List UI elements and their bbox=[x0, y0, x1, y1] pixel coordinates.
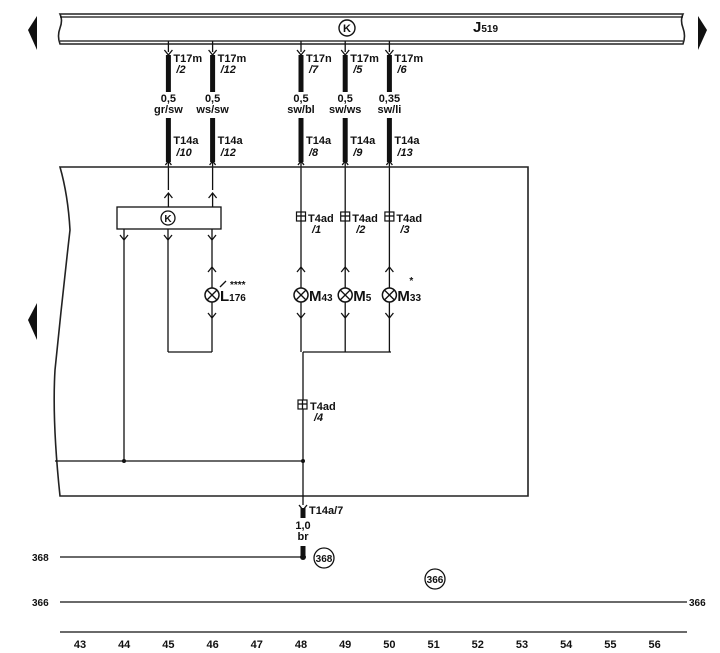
svg-text:366: 366 bbox=[427, 575, 444, 586]
svg-text:368: 368 bbox=[316, 554, 333, 565]
svg-text:T14a/7: T14a/7 bbox=[309, 505, 343, 517]
svg-text:366: 366 bbox=[32, 598, 49, 609]
control-unit-label: J519 bbox=[473, 19, 498, 36]
svg-text:366: 366 bbox=[689, 598, 706, 609]
column-number: 55 bbox=[604, 639, 616, 651]
k-diagnostic-icon-top: K bbox=[338, 19, 356, 37]
svg-text:/6: /6 bbox=[396, 64, 407, 76]
motor-label: M43 bbox=[309, 288, 333, 305]
svg-text:0,5: 0,5 bbox=[293, 93, 308, 105]
svg-text:0,5: 0,5 bbox=[205, 93, 220, 105]
lamp-l176-label: L176 bbox=[220, 288, 246, 305]
column-number: 46 bbox=[206, 639, 218, 651]
column-number: 53 bbox=[516, 639, 528, 651]
svg-text:T4ad: T4ad bbox=[310, 401, 336, 413]
svg-text:T4ad: T4ad bbox=[352, 213, 378, 225]
svg-text:0,5: 0,5 bbox=[161, 93, 176, 105]
ground-line-366: 366 366 366 bbox=[32, 568, 706, 609]
svg-text:T14a: T14a bbox=[394, 135, 420, 147]
svg-text:K: K bbox=[343, 23, 351, 35]
component-housing bbox=[53, 166, 529, 497]
lamp-l176: **** L176 bbox=[204, 265, 246, 320]
svg-text:*: * bbox=[409, 276, 413, 287]
svg-text:T17m: T17m bbox=[173, 53, 202, 65]
column-number: 48 bbox=[295, 639, 307, 651]
svg-text:T17m: T17m bbox=[350, 53, 379, 65]
nav-left-arrow-top[interactable] bbox=[28, 16, 37, 50]
svg-text:gr/sw: gr/sw bbox=[154, 104, 183, 116]
column-number: 50 bbox=[383, 639, 395, 651]
svg-text:0,35: 0,35 bbox=[379, 93, 400, 105]
svg-text:/8: /8 bbox=[308, 147, 319, 159]
svg-text:br: br bbox=[298, 531, 310, 543]
svg-text:/1: /1 bbox=[311, 224, 321, 236]
svg-text:T14a: T14a bbox=[350, 135, 376, 147]
top-wires: T17m/20,5gr/swT14a/10T17m/120,5ws/swT14a… bbox=[154, 41, 423, 212]
column-number: 45 bbox=[162, 639, 174, 651]
column-number: 54 bbox=[560, 639, 573, 651]
inner-module: K bbox=[116, 206, 222, 230]
svg-text:/5: /5 bbox=[352, 64, 363, 76]
motor-label: M33 bbox=[397, 288, 421, 305]
svg-text:****: **** bbox=[230, 280, 246, 291]
svg-text:/7: /7 bbox=[308, 64, 319, 76]
column-number: 56 bbox=[648, 639, 660, 651]
connector-t4ad-4: T4ad /4 bbox=[297, 352, 336, 505]
bottom-wire-br: T14a/7 1,0 br bbox=[295, 504, 343, 560]
ground-point-366[interactable]: 366 bbox=[424, 568, 446, 590]
svg-text:/9: /9 bbox=[352, 147, 363, 159]
nav-right-arrow-top[interactable] bbox=[698, 16, 707, 50]
svg-text:T4ad: T4ad bbox=[396, 213, 422, 225]
svg-text:T14a: T14a bbox=[218, 135, 244, 147]
column-number: 52 bbox=[472, 639, 484, 651]
column-number: 51 bbox=[427, 639, 439, 651]
svg-text:/12: /12 bbox=[220, 64, 236, 76]
column-number: 49 bbox=[339, 639, 351, 651]
motor-m5: T4ad/2M5 bbox=[337, 211, 378, 352]
svg-text:0,5: 0,5 bbox=[338, 93, 353, 105]
svg-text:/10: /10 bbox=[175, 147, 192, 159]
column-number: 47 bbox=[251, 639, 263, 651]
column-numbers: 43 44 45 46 47 48 49 50 51 52 53 54 55 56 bbox=[74, 639, 661, 651]
ground-point-368[interactable]: 368 bbox=[313, 547, 335, 569]
svg-text:/2: /2 bbox=[355, 224, 365, 236]
motor-label: M5 bbox=[353, 288, 372, 305]
svg-text:sw/ws: sw/ws bbox=[329, 104, 361, 116]
svg-text:1,0: 1,0 bbox=[295, 520, 310, 532]
svg-text:T17m: T17m bbox=[218, 53, 247, 65]
svg-text:sw/li: sw/li bbox=[377, 104, 401, 116]
svg-text:/4: /4 bbox=[313, 412, 323, 424]
svg-text:T4ad: T4ad bbox=[308, 213, 334, 225]
svg-text:T17m: T17m bbox=[394, 53, 423, 65]
svg-text:/13: /13 bbox=[396, 147, 412, 159]
svg-text:/3: /3 bbox=[399, 224, 409, 236]
column-number: 43 bbox=[74, 639, 86, 651]
svg-text:T14a: T14a bbox=[306, 135, 332, 147]
control-unit-j519: K J519 bbox=[57, 13, 686, 45]
svg-text:T17n: T17n bbox=[306, 53, 332, 65]
k-diagnostic-icon-inner: K bbox=[164, 214, 172, 225]
svg-text:T14a: T14a bbox=[173, 135, 199, 147]
svg-text:/2: /2 bbox=[175, 64, 185, 76]
svg-text:/12: /12 bbox=[220, 147, 236, 159]
column-number: 44 bbox=[118, 639, 131, 651]
nav-left-arrow-middle[interactable] bbox=[28, 303, 37, 340]
ground-line-368: 368 368 bbox=[32, 547, 335, 569]
svg-text:368: 368 bbox=[32, 553, 49, 564]
svg-text:ws/sw: ws/sw bbox=[195, 104, 229, 116]
svg-text:sw/bl: sw/bl bbox=[287, 104, 315, 116]
